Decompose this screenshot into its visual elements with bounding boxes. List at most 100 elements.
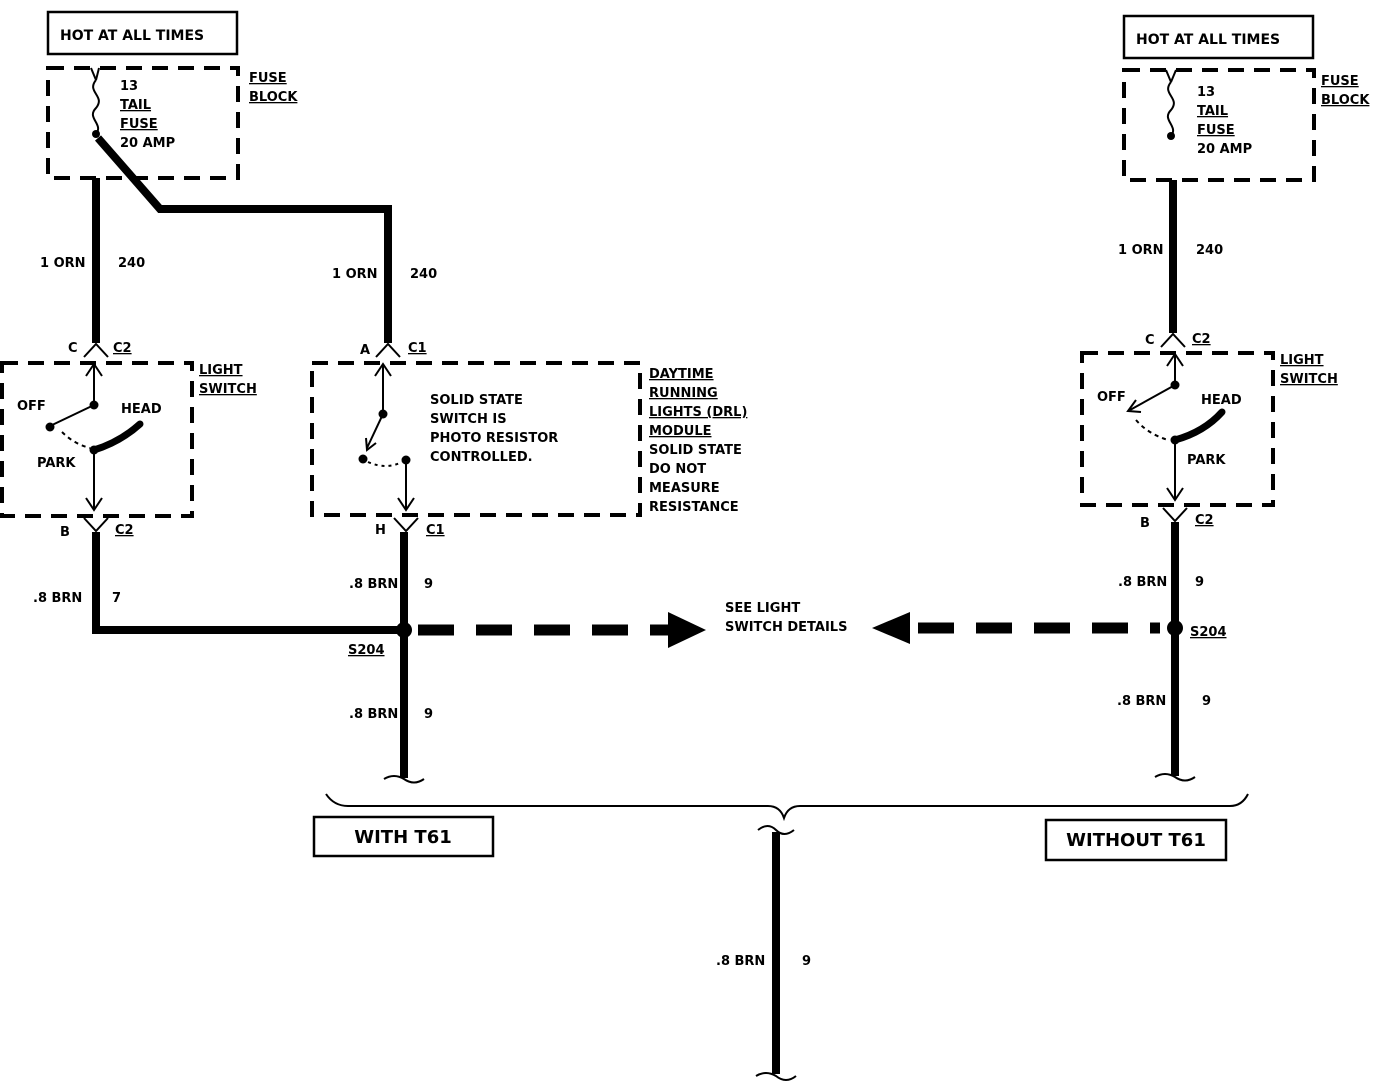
drl-name-line4: MODULE: [649, 424, 712, 439]
right-wire-9-circuit: 9: [1195, 575, 1204, 590]
left-switch-bottom-conn: C2: [115, 523, 134, 538]
right-fuse-line2: FUSE: [1197, 123, 1235, 138]
right-fuse-icon: [1165, 69, 1177, 140]
right-splice-dot: [1167, 620, 1183, 636]
left-switch-top-conn: C2: [113, 341, 132, 356]
left-wire-240-gauge: 1 ORN: [40, 256, 86, 271]
center-note-line1: SEE LIGHT: [725, 601, 800, 616]
left-fuse-block-label1: FUSE: [249, 71, 287, 86]
drl-note-line1: SOLID STATE: [649, 443, 742, 458]
right-hot-label-box: [1122, 14, 1315, 60]
left-switch-top-connector-icon: [83, 342, 109, 358]
left-fuse-rating: 20 AMP: [120, 136, 175, 151]
bottom-wire-circuit: 9: [802, 954, 811, 969]
left-switch-bottom-pin: B: [60, 525, 70, 540]
without-t61-box: [1044, 818, 1228, 862]
right-fuse-rating: 20 AMP: [1197, 142, 1252, 157]
drl-bottom-connector-icon: [393, 517, 419, 533]
drl-feed-wire-circuit: 240: [410, 267, 437, 282]
drl-feed-wire-240: [94, 135, 392, 343]
bottom-wire-top-break-icon: [757, 825, 795, 835]
left-light-switch-name2: SWITCH: [199, 382, 257, 397]
left-wire-7-circuit: 7: [112, 591, 121, 606]
left-switch-bottom-connector-icon: [83, 517, 109, 533]
drl-name-line3: LIGHTS (DRL): [649, 405, 747, 420]
left-fuse-line2: FUSE: [120, 117, 158, 132]
right-fuse-block-label1: FUSE: [1321, 74, 1359, 89]
left-fuse-icon: [90, 67, 100, 138]
drl-top-connector-icon: [375, 342, 401, 358]
right-switch-icon: [1126, 352, 1226, 502]
drl-top-pin: A: [360, 343, 370, 358]
right-switch-bottom-connector-icon: [1162, 507, 1188, 523]
bottom-wire-bottom-break-icon: [755, 1072, 797, 1081]
drl-circuit: 1 ORN 240 A C1 SOLID STATE SWITCH IS PHO…: [94, 135, 747, 784]
right-switch-top-conn: C2: [1192, 332, 1211, 347]
bottom-circuit: .8 BRN 9: [716, 825, 811, 1081]
drl-name-line2: RUNNING: [649, 386, 718, 401]
drl-text-line3: PHOTO RESISTOR: [430, 431, 558, 446]
drl-bottom-pin: H: [375, 523, 386, 538]
left-hot-label-box: [46, 10, 239, 56]
drl-down-wire-gauge: .8 BRN: [349, 707, 398, 722]
bottom-wire-gauge: .8 BRN: [716, 954, 765, 969]
drl-text-line1: SOLID STATE: [430, 393, 523, 408]
right-wire-240-circuit: 240: [1196, 243, 1223, 258]
right-switch-park-label: PARK: [1187, 453, 1226, 468]
left-switch-off-label: OFF: [17, 399, 46, 414]
right-switch-bottom-pin: B: [1140, 516, 1150, 531]
left-wire-7-gauge: .8 BRN: [33, 591, 82, 606]
drl-note-line2: DO NOT: [649, 462, 706, 477]
left-fuse-number: 13: [120, 79, 138, 94]
drl-wire-break-icon: [383, 775, 425, 784]
drl-top-conn: C1: [408, 341, 427, 356]
drl-note-line4: RESISTANCE: [649, 500, 739, 515]
drl-splice-dot: [396, 622, 412, 638]
right-fuse-line1: TAIL: [1197, 104, 1228, 119]
drl-module-box: [310, 361, 642, 517]
drl-name-line1: DAYTIME: [649, 367, 714, 382]
left-switch-icon: [45, 362, 144, 512]
left-light-switch-box: [0, 361, 194, 518]
option-brace: WITH T61 WITHOUT T61: [312, 793, 1249, 862]
drl-splice-label: S204: [348, 643, 385, 658]
left-switch-top-pin: C: [68, 341, 78, 356]
drl-text-line2: SWITCH IS: [430, 412, 507, 427]
right-light-switch-box: [1080, 351, 1275, 507]
right-arrow-icon: [668, 612, 706, 648]
drl-output-wire-gauge: .8 BRN: [349, 577, 398, 592]
left-hot-label: HOT AT ALL TIMES: [60, 28, 204, 44]
right-light-switch-name1: LIGHT: [1280, 353, 1324, 368]
left-wire-240-circuit: 240: [118, 256, 145, 271]
right-switch-head-label: HEAD: [1201, 393, 1242, 408]
left-arrow-icon: [872, 612, 910, 644]
right-switch-top-pin: C: [1145, 333, 1155, 348]
right-switch-off-label: OFF: [1097, 390, 1126, 405]
left-wire-7: [92, 532, 404, 634]
right-fuse-number: 13: [1197, 85, 1215, 100]
drl-down-wire-circuit: 9: [424, 707, 433, 722]
right-fuse-block-box: [1122, 68, 1316, 182]
right-hot-label: HOT AT ALL TIMES: [1136, 32, 1280, 48]
light-switch-details-reference: SEE LIGHT SWITCH DETAILS: [418, 601, 1160, 648]
drl-feed-wire-gauge: 1 ORN: [332, 267, 378, 282]
right-circuit: HOT AT ALL TIMES 13 TAIL FUSE 20 AMP FUS…: [1080, 14, 1370, 782]
left-switch-park-label: PARK: [37, 456, 76, 471]
right-splice-label: S204: [1190, 625, 1227, 640]
with-t61-label: WITH T61: [354, 827, 452, 848]
right-fuse-block-label2: BLOCK: [1321, 93, 1370, 108]
left-fuse-block-box: [46, 66, 240, 180]
right-wire-9-gauge: .8 BRN: [1118, 575, 1167, 590]
left-fuse-block-label2: BLOCK: [249, 90, 298, 105]
right-wire-break-icon: [1154, 773, 1196, 782]
with-t61-box: [312, 815, 495, 858]
right-wire-240-gauge: 1 ORN: [1118, 243, 1164, 258]
left-circuit: HOT AT ALL TIMES 13 TAIL FUSE 20 AMP FUS…: [0, 10, 404, 634]
right-down-wire-gauge: .8 BRN: [1117, 694, 1166, 709]
right-light-switch-name2: SWITCH: [1280, 372, 1338, 387]
right-switch-bottom-conn: C2: [1195, 513, 1214, 528]
left-light-switch-name1: LIGHT: [199, 363, 243, 378]
left-fuse-line1: TAIL: [120, 98, 151, 113]
drl-note-line3: MEASURE: [649, 481, 720, 496]
